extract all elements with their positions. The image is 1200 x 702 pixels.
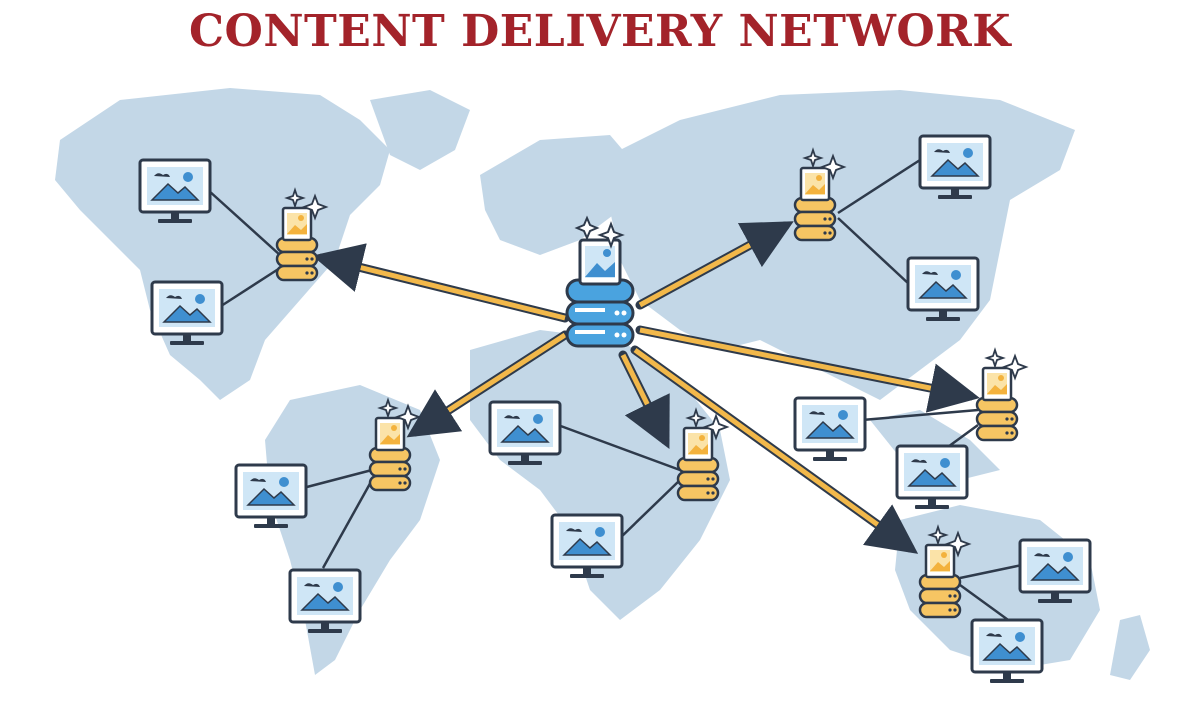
distribution-arrows: [312, 221, 980, 554]
continent-north-america: [55, 88, 390, 400]
new-zealand: [1110, 615, 1150, 680]
greenland: [370, 90, 470, 170]
edge-server-asia-south-icon: [975, 348, 1028, 442]
client-links: [207, 158, 1023, 632]
diagram-title: CONTENT DELIVERY NETWORK: [188, 6, 1011, 57]
client-monitor-icon: [895, 444, 969, 511]
client-monitor-icon: [793, 396, 867, 463]
client-monitor-icon: [970, 618, 1044, 685]
continent-europe: [480, 135, 640, 255]
continent-asia: [600, 90, 1075, 400]
